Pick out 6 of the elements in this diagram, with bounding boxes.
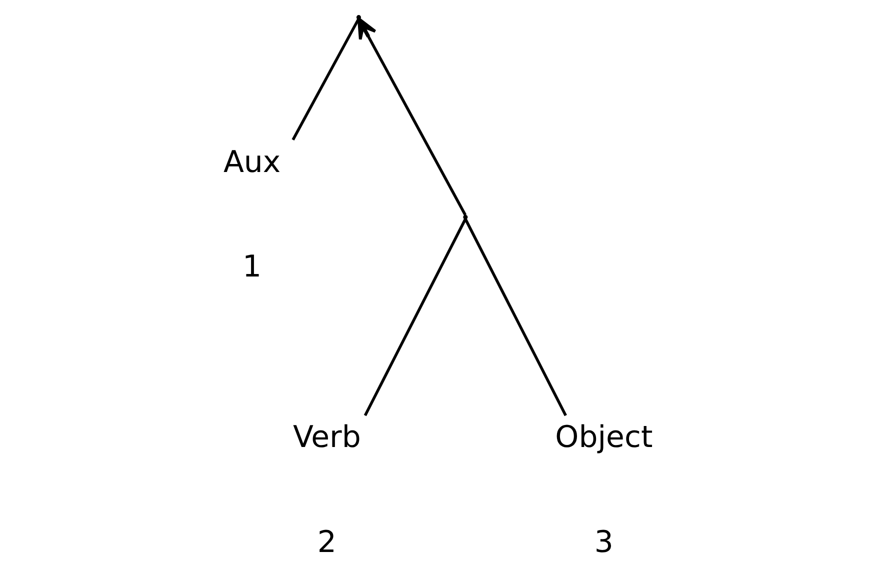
node-label: 1 xyxy=(242,250,262,285)
node-label: 3 xyxy=(594,524,614,560)
node-text: Object xyxy=(555,420,653,455)
node-text: Verb xyxy=(292,420,361,455)
node-text: Aux xyxy=(223,144,281,180)
node-label: 2 xyxy=(317,524,336,560)
